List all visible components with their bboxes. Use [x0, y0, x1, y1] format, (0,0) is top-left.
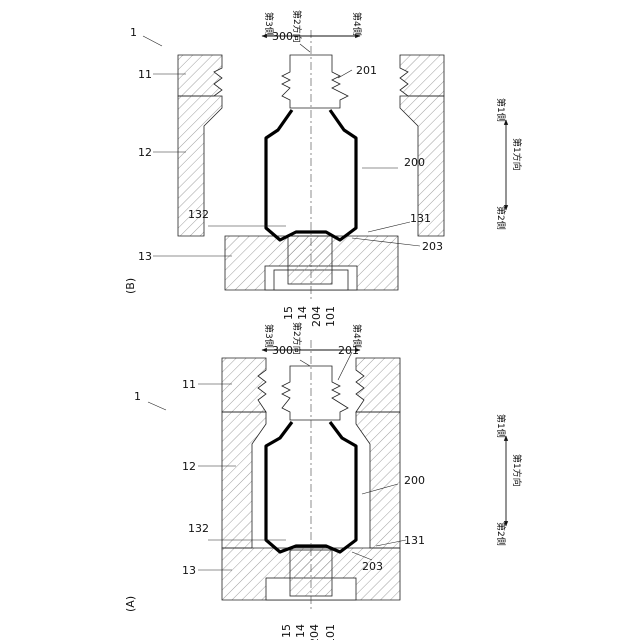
- label-11-a: 11: [182, 378, 196, 391]
- label-15-b: 15: [282, 306, 295, 320]
- label-300-a: 300: [272, 344, 293, 357]
- third-side-label-a: 第3側: [263, 324, 275, 348]
- label-200-b: 200: [404, 156, 425, 169]
- part-11-left: [178, 55, 222, 96]
- label-132-a: 132: [188, 522, 209, 535]
- label-15-a: 15: [280, 624, 293, 638]
- part-11-right-a: [356, 358, 400, 412]
- label-12-b: 12: [138, 146, 152, 159]
- label-132-b: 132: [188, 208, 209, 221]
- second-dir-label-a: 第2方向: [291, 322, 303, 355]
- part-12-right-a: [356, 412, 400, 548]
- first-dir-label-a: 第1方向: [511, 454, 523, 487]
- assembly-label-b: 1: [130, 26, 137, 39]
- label-11-b: 11: [138, 68, 152, 81]
- label-131-b: 131: [410, 212, 431, 225]
- panel-label-a: (A): [124, 596, 137, 612]
- panel-label-b: (B): [124, 278, 137, 294]
- label-204-b: 204: [310, 306, 323, 327]
- bottle-neck-a: [282, 366, 348, 420]
- bottle-neck-b: [282, 55, 348, 108]
- second-side-label-a: 第2側: [495, 522, 507, 546]
- label-13-b: 13: [138, 250, 152, 263]
- part-11-right: [400, 55, 444, 96]
- label-200-a: 200: [404, 474, 425, 487]
- first-side-label-a: 第1側: [495, 414, 507, 438]
- label-300-b: 300: [272, 30, 293, 43]
- figure-a: [148, 340, 506, 610]
- first-dir-label-b: 第1方向: [511, 138, 523, 171]
- part-14-a: [290, 550, 332, 596]
- figure-b: [143, 30, 506, 300]
- label-101-b: 101: [324, 306, 337, 327]
- label-13-a: 13: [182, 564, 196, 577]
- part-12-left-a: [222, 412, 266, 548]
- label-201-b: 201: [356, 64, 377, 77]
- label-14-b: 14: [296, 306, 309, 320]
- assembly-label-a: 1: [134, 390, 141, 403]
- label-203-a: 203: [362, 560, 383, 573]
- label-12-a: 12: [182, 460, 196, 473]
- part-14: [288, 236, 332, 284]
- second-dir-label-b: 第2方向: [291, 10, 303, 43]
- fourth-side-label-a: 第4側: [351, 324, 363, 348]
- third-side-label-b: 第3側: [263, 12, 275, 36]
- label-101-a: 101: [324, 624, 337, 640]
- label-131-a: 131: [404, 534, 425, 547]
- part-11-left-a: [222, 358, 266, 412]
- label-203-b: 203: [422, 240, 443, 253]
- first-side-label-b: 第1側: [495, 98, 507, 122]
- fourth-side-label-b: 第4側: [351, 12, 363, 36]
- second-side-label-b: 第2側: [495, 206, 507, 230]
- label-204-a: 204: [308, 624, 321, 640]
- label-14-a: 14: [294, 624, 307, 638]
